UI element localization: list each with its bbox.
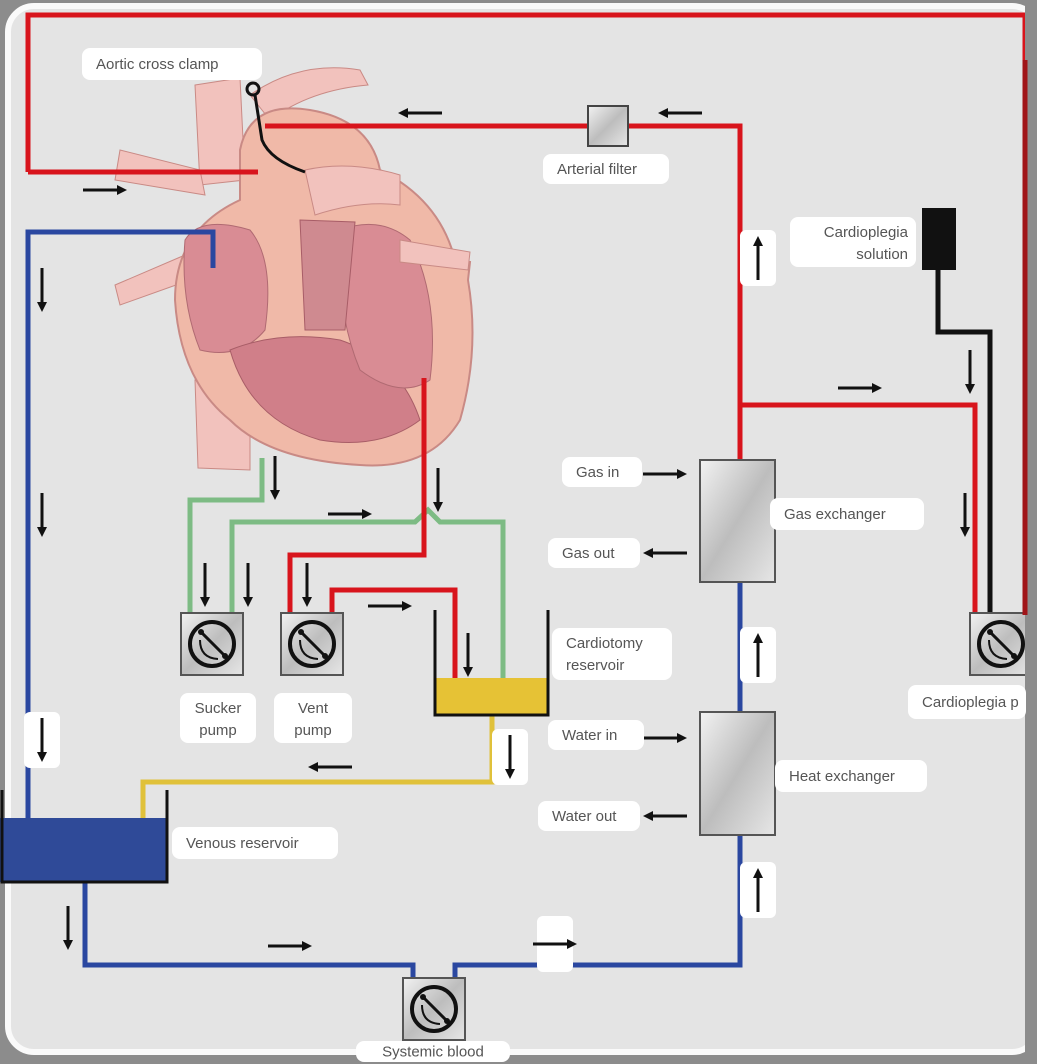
flow-arrow-icon [433,468,443,512]
label-text: Water out [552,808,617,825]
flow-arrow-icon [492,729,528,785]
flow-arrow-icon [270,456,280,500]
clamp-handle-icon [245,81,261,97]
label-text: Arterial filter [557,161,637,178]
cardiotomy-reservoir [433,610,550,717]
flow-arrow-icon [63,906,73,950]
flow-arrow-icon [965,350,975,394]
pump-rotor-icon [977,620,1025,668]
bottom-edge [0,1062,1037,1064]
cardioplegia-branch-line [740,402,978,615]
flow-arrow-icon [643,811,687,821]
venous-reservoir [0,790,169,884]
sucker-pump [180,612,244,676]
cardioplegia-solution-line [935,270,993,615]
label-heat-exchanger: Heat exchanger [775,760,927,792]
label-arterial-filter: Arterial filter [543,154,669,184]
flow-arrow-icon [463,633,473,677]
label-text: pump [294,722,332,739]
flow-arrow-icon [658,108,702,118]
arterial-filter [587,105,629,147]
right-edge [1025,0,1037,1064]
flow-arrow-icon [740,230,776,286]
arterial-line [265,123,743,460]
sucker-return-line [229,506,506,680]
pump-rotor-icon [288,620,336,668]
flow-arrow-icon [960,493,970,537]
flow-arrow-icon [83,185,127,195]
flow-arrow-icon [268,941,312,951]
systemic-inflow-line [82,882,416,982]
label-text: Gas out [562,545,615,562]
flow-arrow-icon [398,108,442,118]
label-text: Aortic cross clamp [96,56,219,73]
flow-arrow-icon [643,733,687,743]
label-gas-exchanger: Gas exchanger [770,498,924,530]
sucker-line [187,458,265,613]
label-cardiotomy-reservoir: Cardiotomy reservoir [552,628,672,680]
flow-arrow-icon [37,493,47,537]
label-text: Cardiotomy [566,635,643,652]
label-text: Water in [562,727,617,744]
label-aortic-cross-clamp: Aortic cross clamp [82,48,262,80]
venous-reservoir-blood [0,818,167,882]
label-sucker-pump: Sucker pump [180,693,256,743]
cardioplegia-pump [969,612,1033,676]
flow-arrow-icon [308,762,352,772]
flow-arrow-icon [37,268,47,312]
flow-arrow-icon [328,509,372,519]
heart-illustration [114,67,474,471]
vent-line [287,378,427,613]
label-water-in: Water in [548,720,644,750]
label-text: Vent [298,700,329,717]
pump-rotor-icon [410,985,458,1033]
flow-arrow-icon [243,563,253,607]
heat-exchanger [699,711,776,836]
label-text: Gas exchanger [784,506,886,523]
label-text: Systemic blood [382,1044,484,1061]
label-venous-reservoir: Venous reservoir [172,827,338,859]
label-text: pump [199,722,237,739]
label-water-out: Water out [538,801,640,831]
flow-arrow-icon [24,712,60,768]
label-text: Sucker [195,700,242,717]
flow-arrow-icon [200,563,210,607]
label-cardioplegia-solution: Cardioplegia solution [790,217,916,267]
vent-return-line [329,587,458,680]
pump-rotor-icon [188,620,236,668]
systemic-blood-pump [402,977,466,1041]
label-text: reservoir [566,657,624,674]
flow-arrow-icon [302,563,312,607]
flow-arrow-icon [643,548,687,558]
label-text: Gas in [576,464,619,481]
label-text: solution [856,246,908,263]
cardiotomy-reservoir-blood [435,678,548,715]
flow-arrow-icon [533,916,577,972]
label-text: Venous reservoir [186,835,299,852]
aortic-cross-clamp [253,94,306,174]
label-vent-pump: Vent pump [274,693,352,743]
label-gas-out: Gas out [548,538,640,568]
label-text: Cardioplegia p [922,694,1019,711]
flow-arrow-icon [740,862,776,918]
flow-arrow-icon [368,601,412,611]
label-text: Heat exchanger [789,768,895,785]
cardioplegia-solution-bag [922,208,956,270]
label-text: Cardioplegia [824,224,909,241]
venous-drainage-line [25,229,216,820]
flow-arrow-icon [838,383,882,393]
label-cardioplegia-pump: Cardioplegia p [908,685,1026,719]
flow-arrow-icon [643,469,687,479]
label-systemic-blood-pump: Systemic blood [356,1041,510,1062]
vent-pump [280,612,344,676]
gas-exchanger [699,459,776,583]
label-gas-in: Gas in [562,457,642,487]
flow-arrow-icon [740,627,776,683]
